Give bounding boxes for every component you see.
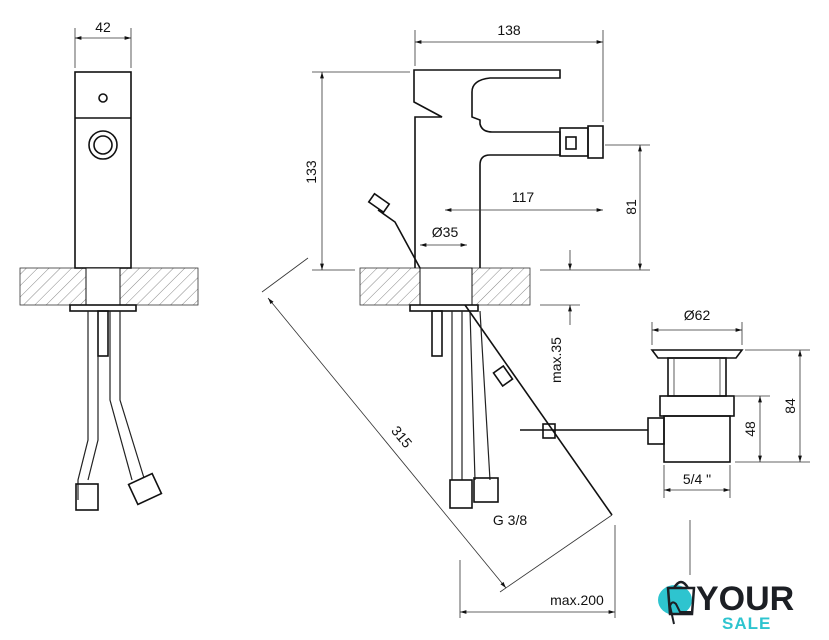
- dim-hole-diameter: Ø35: [432, 224, 459, 240]
- dim-side-width: 42: [95, 19, 111, 35]
- dim-drain-height: 84: [782, 398, 798, 414]
- dim-max-distance: max.200: [550, 592, 604, 608]
- dim-total-length: 138: [497, 22, 521, 38]
- yoursale-logo: YOUR SALE: [658, 580, 794, 633]
- dim-drain-thread: 5/4 ": [683, 471, 711, 487]
- dim-drain-diameter: Ø62: [684, 307, 711, 323]
- label-hose-thread: G 3/8: [493, 512, 527, 528]
- dim-height: 133: [303, 160, 319, 184]
- dim-rod-length: 315: [388, 423, 415, 451]
- dim-spout-height: 81: [623, 199, 639, 215]
- side-view: 42: [19, 19, 199, 511]
- drain-view: Ø62 84 48 5/4 ": [520, 307, 810, 575]
- dim-max-thickness: max.35: [548, 337, 564, 383]
- logo-text-your: YOUR: [696, 580, 794, 618]
- front-view: 138 133 117 81 Ø35 max.35 315 G 3/8 max.…: [261, 22, 650, 618]
- dim-drain-body-height: 48: [742, 421, 758, 437]
- logo-text-sale: SALE: [722, 614, 771, 633]
- dim-spout-reach: 117: [512, 189, 535, 205]
